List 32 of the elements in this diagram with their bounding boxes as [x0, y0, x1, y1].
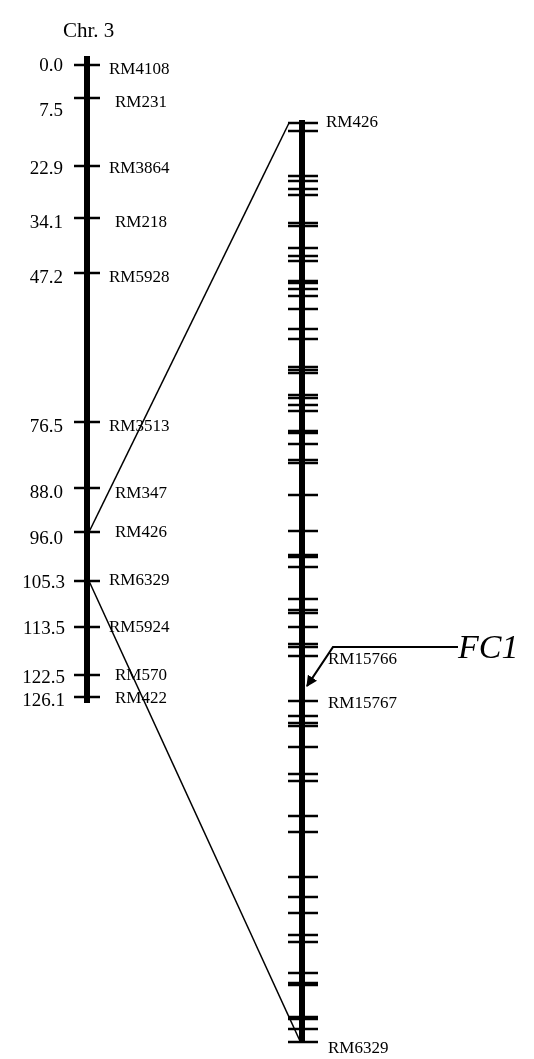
position-value: 96.0 [28, 528, 63, 548]
position-value: 126.1 [21, 690, 65, 710]
marker-name: RM6329 [109, 570, 170, 590]
position-value: 113.5 [21, 618, 65, 638]
connector-line [88, 122, 290, 533]
marker-name: RM3864 [109, 158, 170, 178]
chromosome-bar-drawing [74, 56, 100, 703]
chromosome-bar-drawing [288, 118, 318, 1046]
position-value: 47.2 [28, 267, 63, 287]
marker-name: RM426 [115, 522, 167, 542]
position-value: 0.0 [38, 55, 63, 75]
position-value: 105.3 [21, 572, 65, 592]
marker-name: RM6329 [328, 1038, 389, 1058]
marker-name: RM15766 [328, 649, 397, 669]
marker-name: RM218 [115, 212, 167, 232]
marker-name: RM5924 [109, 617, 170, 637]
position-value: 22.9 [28, 158, 63, 178]
connector-line [88, 580, 301, 1042]
marker-name: RM347 [115, 483, 167, 503]
position-value: 76.5 [28, 416, 63, 436]
position-value: 34.1 [28, 212, 63, 232]
marker-name: RM231 [115, 92, 167, 112]
marker-name: RM5928 [109, 267, 170, 287]
locus-label: FC1 [458, 630, 520, 664]
position-value: 88.0 [28, 482, 63, 502]
marker-name: RM426 [326, 112, 378, 132]
position-value: 122.5 [21, 667, 65, 687]
marker-name: RM4108 [109, 59, 170, 79]
arrow [306, 645, 458, 687]
marker-name: RM15767 [328, 693, 397, 713]
position-value: 7.5 [38, 100, 63, 120]
chromosome-title: Chr. 3 [63, 20, 115, 40]
